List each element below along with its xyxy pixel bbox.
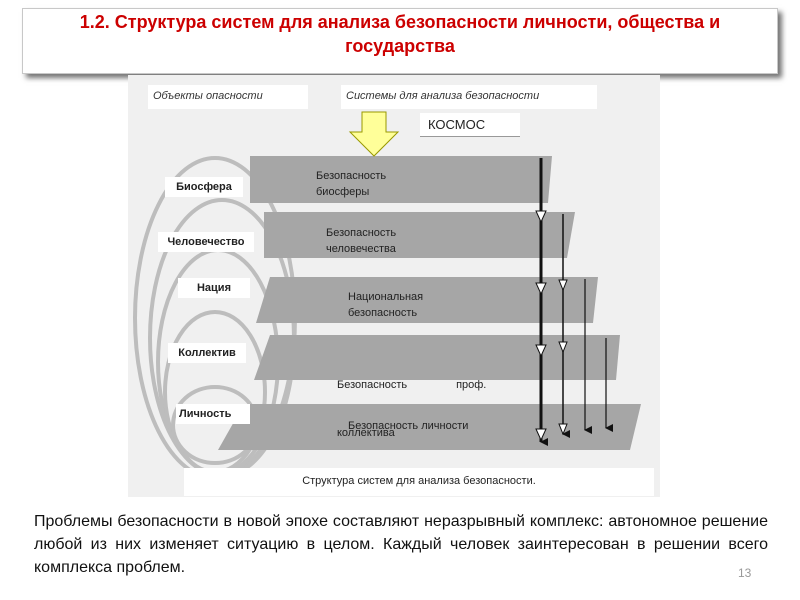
diagram-caption: Структура систем для анализа безопасност…: [184, 468, 654, 496]
down-arrow-icon: [348, 111, 400, 157]
header-objects: Объекты опасности: [148, 85, 308, 109]
band-text-person: Безопасность личности: [348, 418, 468, 434]
band-text-line: Национальная: [348, 291, 424, 303]
band-text-collective: Безопасность проф. коллектива: [337, 345, 486, 457]
object-nation: Нация: [178, 278, 250, 298]
band-nation: [256, 277, 598, 323]
band-text-line: Безопасность: [316, 170, 387, 182]
band-text-humanity: Безопасность человечества: [326, 225, 396, 257]
band-person: [218, 404, 641, 450]
band-text-line: Безопасность личности: [348, 420, 469, 432]
object-humanity: Человечество: [158, 232, 254, 252]
band-collective: [254, 335, 620, 380]
marker-group-second: [558, 279, 568, 436]
header-systems: Системы для анализа безопасности: [341, 85, 597, 109]
band-text-line: коллектива: [337, 427, 395, 439]
object-biosphere: Биосфера: [165, 177, 243, 197]
page-number: 13: [738, 566, 752, 580]
band-biosphere: [250, 156, 552, 203]
object-person: Личность: [176, 404, 250, 424]
title-box: [22, 8, 778, 74]
band-text-line: Безопасность: [326, 227, 397, 239]
marker-group-main: [535, 210, 547, 442]
body-paragraph: Проблемы безопасности в новой эпохе сост…: [34, 513, 768, 576]
band-text-line: Безопасность проф.: [337, 379, 487, 391]
band-text-biosphere: Безопасность биосферы: [316, 168, 386, 200]
band-text-nation: Национальная безопасность: [348, 289, 423, 321]
object-collective: Коллектив: [168, 343, 246, 363]
band-humanity: [264, 212, 575, 258]
slide-title: 1.2. Структура систем для анализа безопа…: [79, 12, 721, 56]
band-text-line: безопасность: [348, 307, 418, 319]
band-text-line: биосферы: [316, 186, 370, 198]
kosmos-label: КОСМОС: [420, 113, 520, 137]
band-text-line: человечества: [326, 243, 396, 255]
